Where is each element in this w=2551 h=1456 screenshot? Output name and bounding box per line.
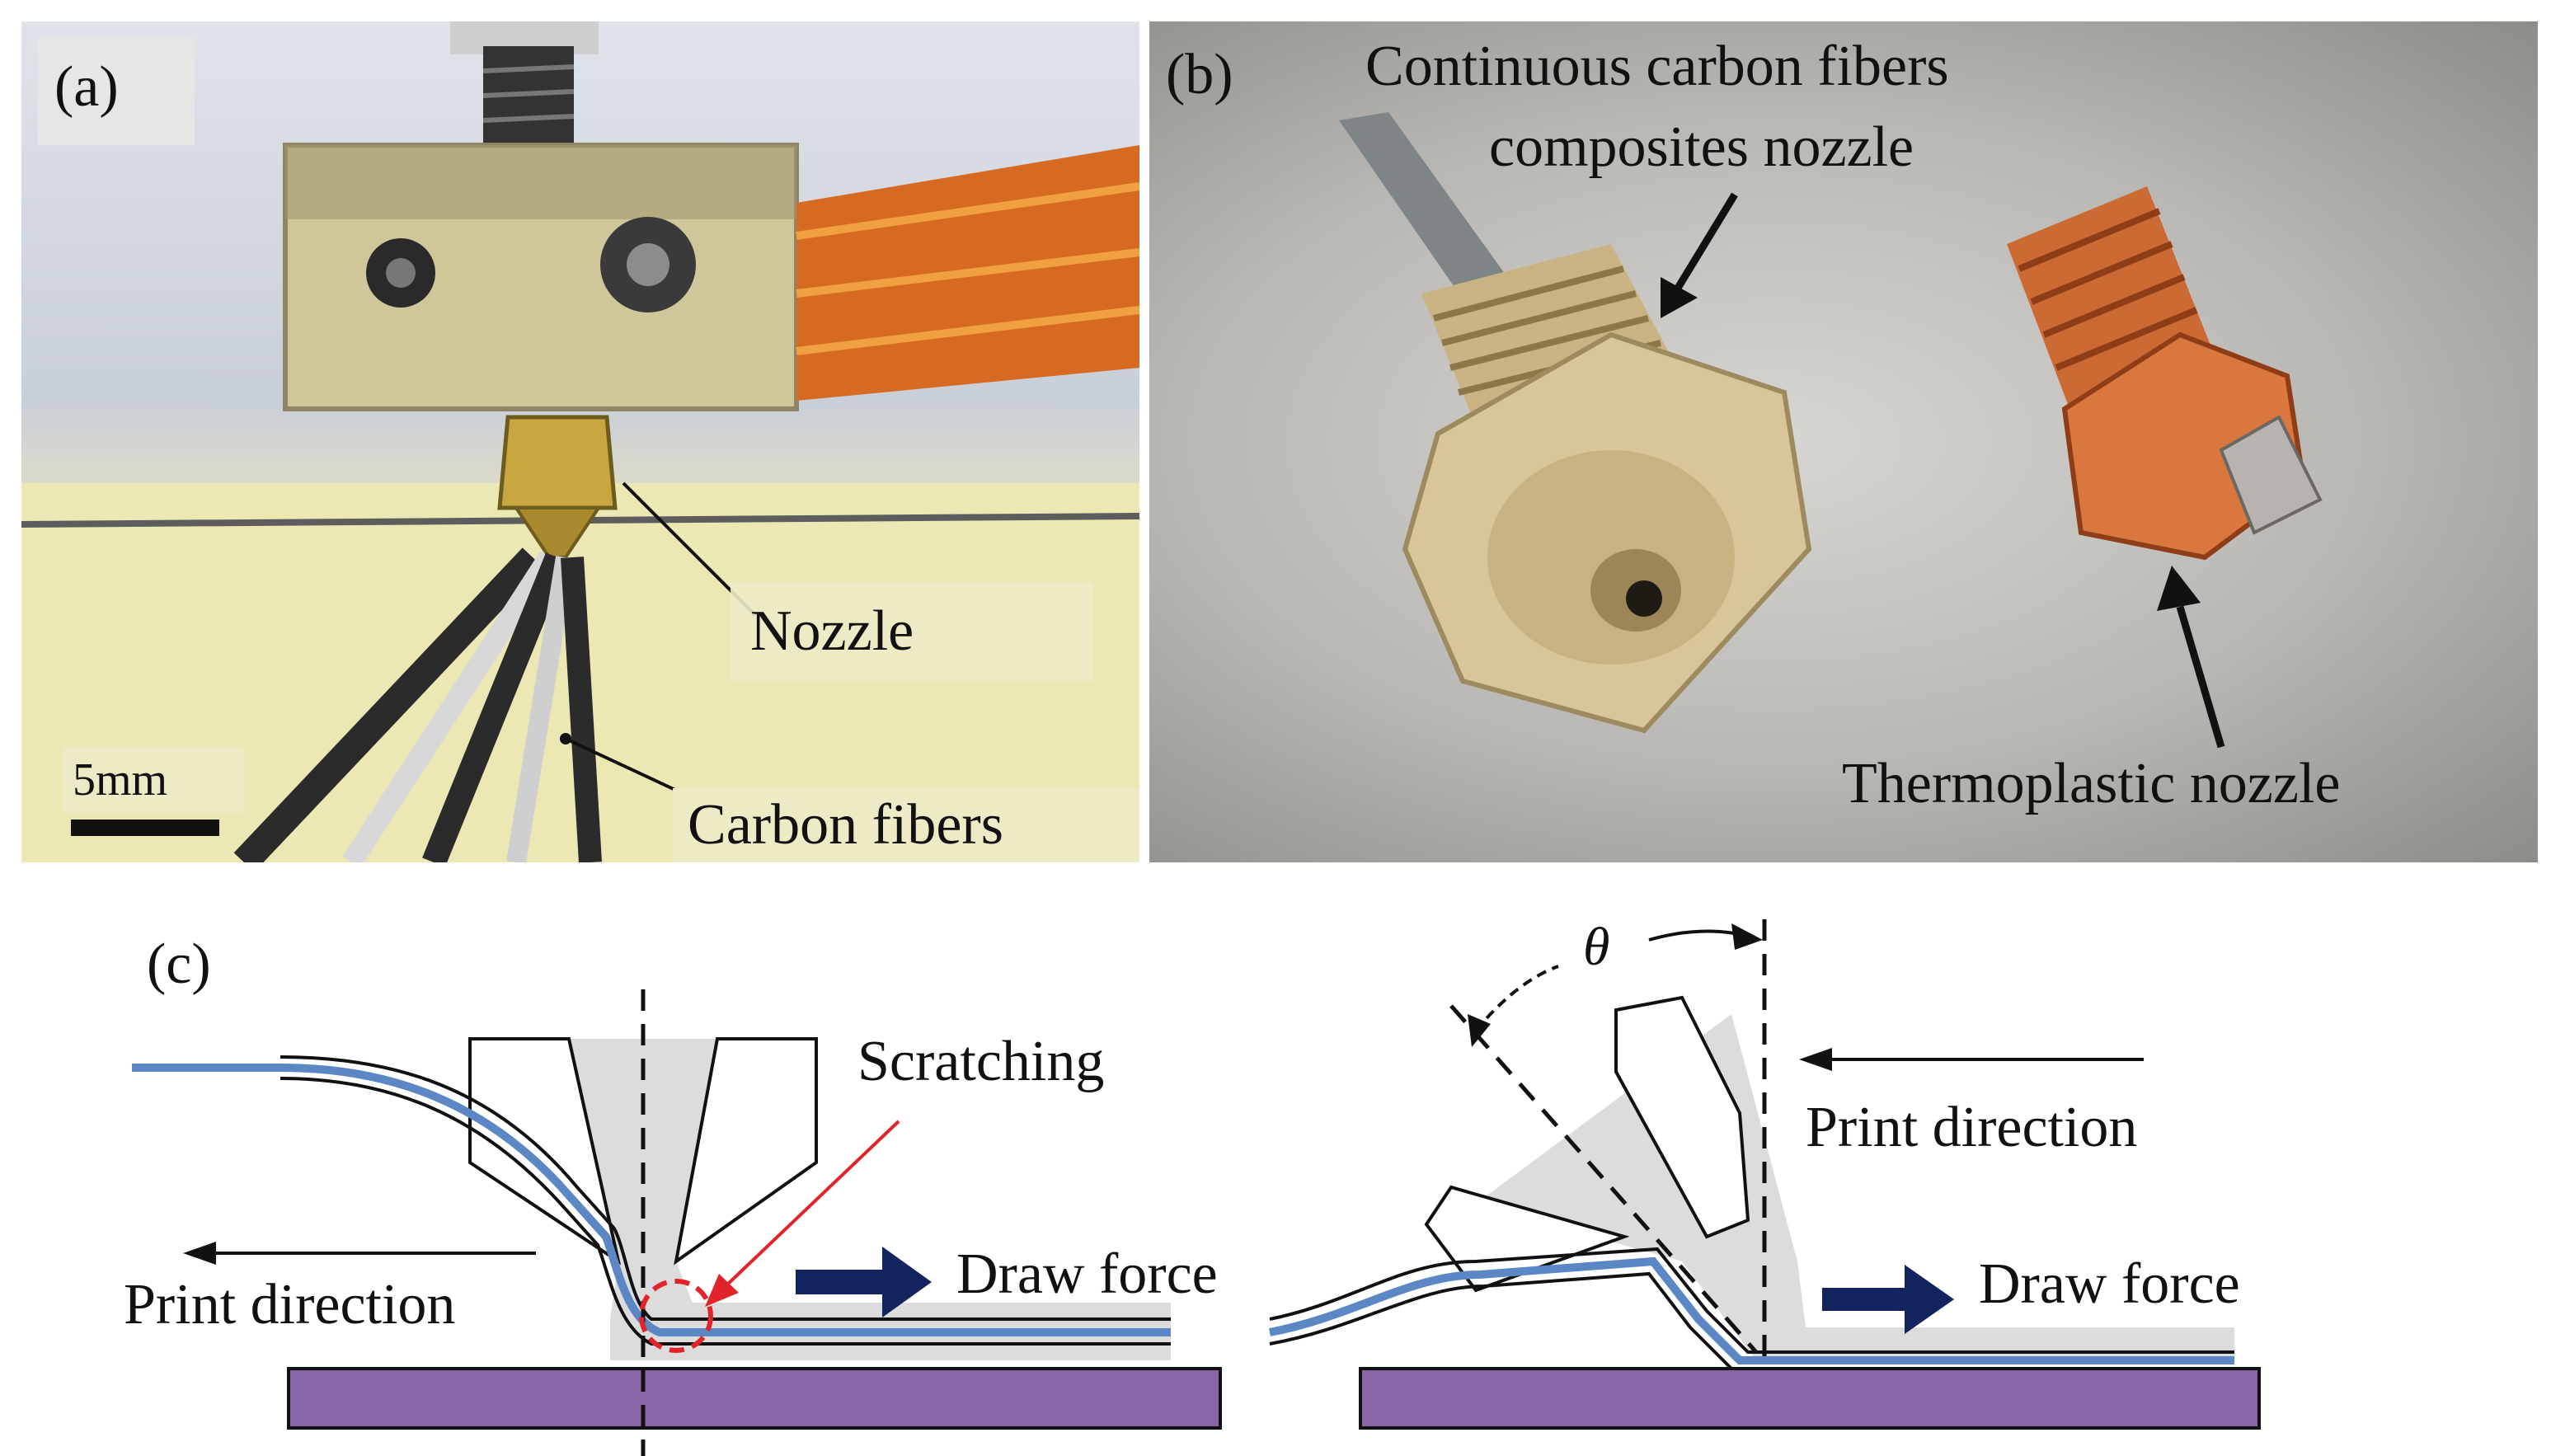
left-fiber-path [132,1064,1171,1336]
panel-b-label: (b) [1166,43,1233,106]
left-print-direction-label: Print direction [124,1273,455,1336]
panel-a-photo: (a) Nozzle Carbon fibers 5mm [21,21,1139,862]
left-draw-force-arrow [796,1247,932,1317]
nozzle-label: Nozzle [750,599,914,663]
left-substrate [287,1367,1222,1430]
carbon-fiber-strands [233,547,602,862]
right-substrate [1359,1367,2261,1430]
cf-nozzle-label-line1: Continuous carbon fibers [1365,35,1949,98]
left-draw-force-label: Draw force [956,1242,1218,1306]
right-draw-force-arrow [1822,1265,1954,1334]
panel-c-label: (c) [147,932,211,996]
right-draw-force-label: Draw force [1979,1252,2240,1316]
panel-b-illustration [1339,112,2323,749]
right-print-direction-label: Print direction [1806,1096,2137,1159]
thermoplastic-nozzle [2007,186,2323,561]
right-nozzle-wall-upper [1614,995,1750,1239]
cf-nozzle-arrow [1661,192,1738,318]
scratching-label: Scratching [857,1030,1104,1093]
scratch-circle [639,1279,713,1353]
scale-bar [71,820,219,836]
right-schematic [1269,919,2261,1430]
cf-nozzle [1402,244,1812,734]
panel-a-label: (a) [54,55,119,119]
thermoplastic-nozzle-arrow [2157,566,2225,749]
scale-bar-label: 5mm [73,754,168,805]
nozzle [497,415,618,510]
panel-b-photo: (b) Continuous carbon fibers composites … [1149,21,2538,862]
thermoplastic-nozzle-label: Thermoplastic nozzle [1842,752,2341,815]
right-fiber-path [1269,1256,2234,1364]
left-nozzle-wall-right [674,1037,818,1266]
left-schematic [132,989,1222,1456]
panel-a-illustration [21,21,1139,862]
fibers-leader-line [565,737,690,798]
theta-arc-left [1474,965,1559,1032]
threaded-rod [483,46,574,153]
cf-nozzle-label-line2: composites nozzle [1489,115,1914,179]
right-tilt-line [1449,1004,1758,1354]
scratch-arrow [724,1120,900,1288]
panel-c-diagram: (c) Scratching Draw force Print directio… [124,917,2261,1456]
right-nozzle-wall-lower [1424,1185,1630,1293]
theta-label: θ [1583,917,1609,977]
carbon-fibers-label: Carbon fibers [688,793,1003,857]
